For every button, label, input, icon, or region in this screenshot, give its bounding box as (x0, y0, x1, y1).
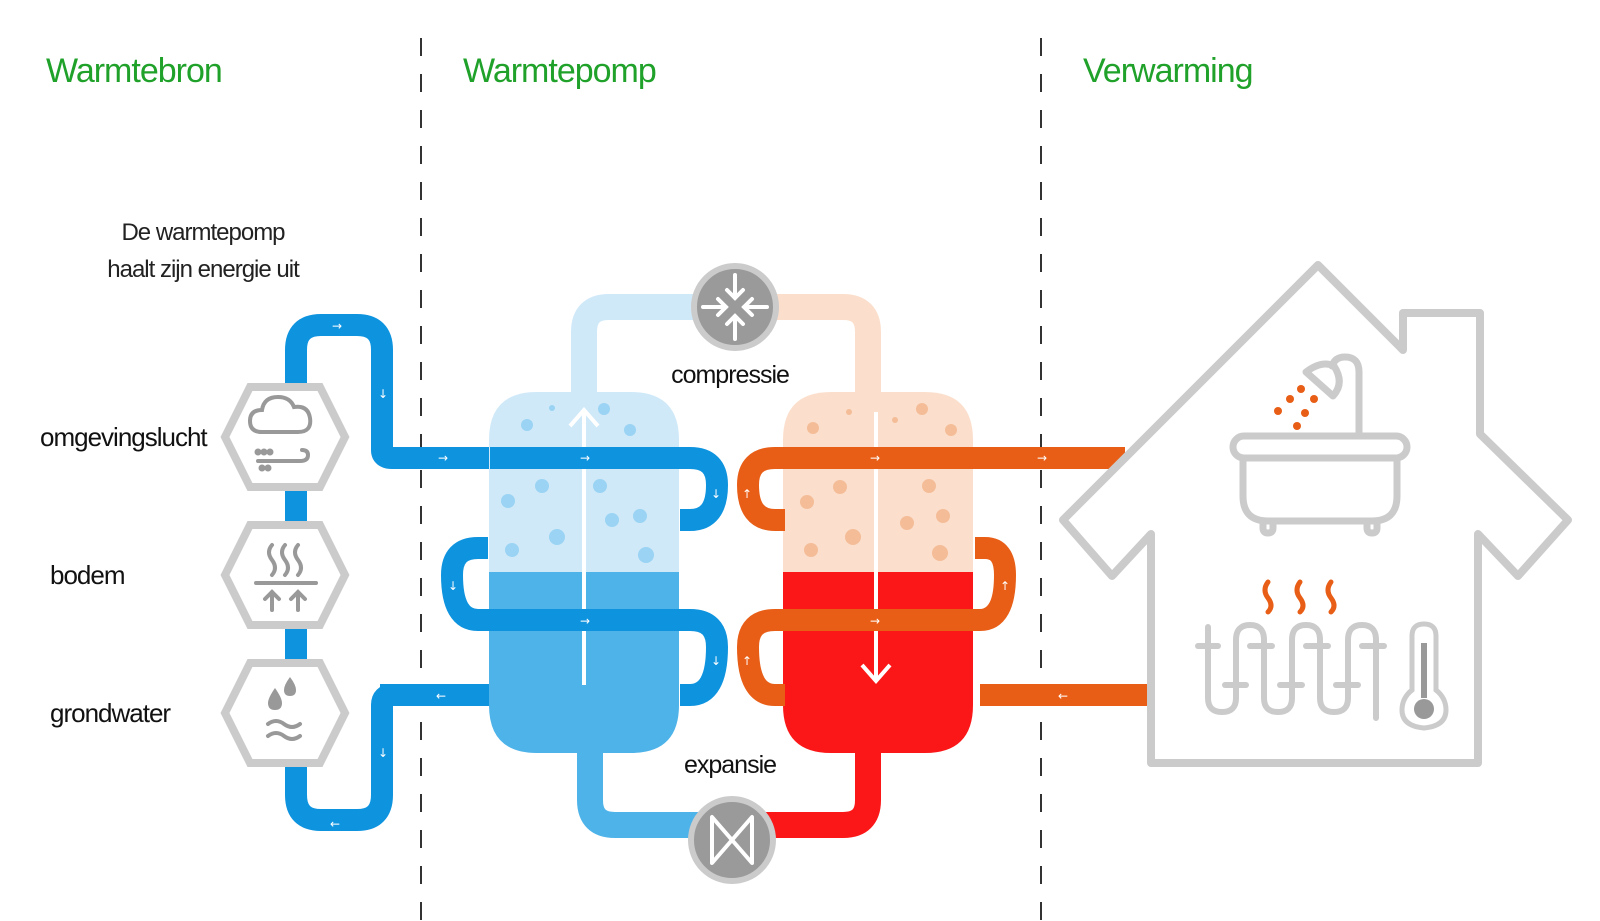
compress-arrows-icon (701, 273, 769, 341)
svg-text:→: → (1037, 451, 1047, 465)
expansion-label: expansie (684, 751, 776, 779)
source-label-water: grondwater (50, 698, 171, 728)
svg-text:→: → (870, 614, 880, 628)
hexagon-frame (220, 383, 350, 491)
condenser-vessel (783, 392, 973, 753)
condenser-coil (736, 447, 1150, 706)
svg-text:↑: ↑ (742, 654, 752, 668)
svg-text:←: ← (436, 689, 446, 703)
hexagon-frame (220, 659, 350, 767)
svg-text:→: → (580, 614, 590, 628)
vapor-pipe-cold (571, 294, 735, 400)
svg-text:←: ← (1058, 689, 1068, 703)
compression-label: compressie (671, 361, 789, 389)
svg-text:←: ← (330, 817, 340, 831)
section-title-pump: Warmtepomp (463, 52, 656, 90)
liquid-pipe-hot (735, 730, 881, 838)
evaporator-vessel (489, 392, 679, 753)
source-icon-air (220, 383, 350, 491)
thermometer-icon (1399, 621, 1449, 731)
svg-text:→: → (332, 319, 342, 333)
vapor-pipe-hot (735, 294, 881, 400)
svg-text:→: → (438, 451, 448, 465)
svg-text:↑: ↑ (742, 487, 752, 501)
compressor (691, 263, 779, 351)
source-label-air: omgevingslucht (40, 422, 208, 452)
section-title-heating: Verwarming (1083, 52, 1253, 90)
evaporator-coil (380, 447, 729, 706)
source-label-ground: bodem (50, 560, 125, 590)
floor-heating-icon (1195, 621, 1387, 721)
svg-text:↓: ↓ (711, 487, 721, 501)
bubbles (800, 403, 957, 561)
source-icon-water (220, 659, 350, 767)
svg-text:→: → (870, 451, 880, 465)
liquid-pipe-cold (577, 730, 735, 838)
intro-line-2: haalt zijn energie uit (107, 256, 300, 283)
house-icon (1059, 261, 1572, 767)
svg-text:↓: ↓ (711, 654, 721, 668)
expansion-valve (688, 796, 776, 884)
heat-waves-icon (1262, 579, 1337, 615)
bubbles (501, 403, 654, 563)
ground-heat-icon (254, 543, 318, 612)
source-icon-ground (220, 521, 350, 629)
bathtub-icon (1229, 353, 1411, 537)
cloud-wind-icon (247, 394, 313, 472)
water-drops (1274, 385, 1318, 430)
svg-text:↓: ↓ (448, 579, 458, 593)
intro-line-1: De warmtepomp (121, 219, 285, 246)
valve-icon (710, 815, 754, 865)
svg-text:↑: ↑ (1000, 579, 1010, 593)
water-drops-icon (266, 677, 302, 741)
pipe-flow-arrows: → ↓ → → ↓ ↓ → ↓ ← ↓ ← → → ↑ ↑ → ↑ ← (330, 319, 1068, 831)
svg-text:↓: ↓ (378, 387, 388, 401)
svg-text:↓: ↓ (378, 746, 388, 760)
svg-text:→: → (580, 451, 590, 465)
section-title-source: Warmtebron (46, 52, 222, 90)
